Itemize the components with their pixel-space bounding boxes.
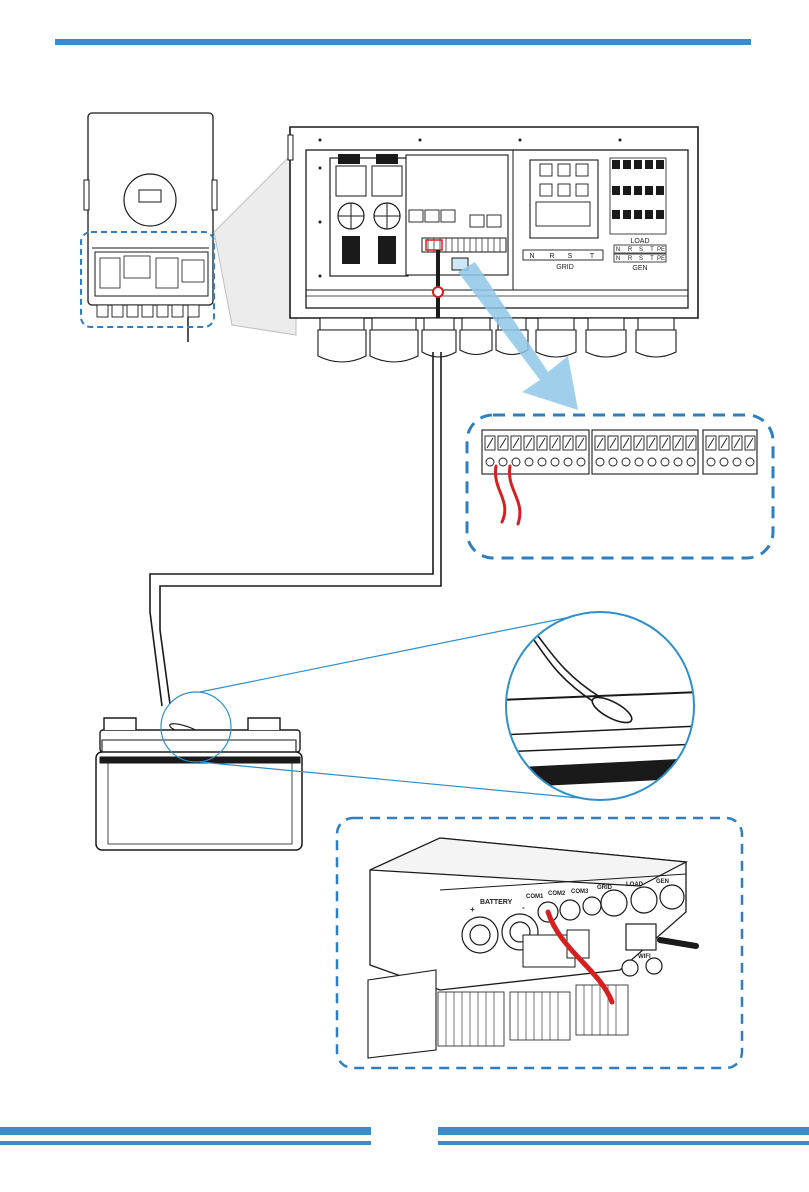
port-label-com3: COM3: [571, 889, 589, 895]
terminal-hole: [746, 458, 754, 466]
battery: [96, 718, 302, 850]
port-label-plus: +: [470, 905, 475, 914]
terminal-hole: [564, 458, 572, 466]
wiring-compartment: N R S T GRID LOAD N R S T PE N R S T PE …: [288, 127, 698, 362]
gen-phase-pe: PE: [657, 256, 665, 262]
gen-phase-r: R: [628, 256, 633, 262]
gen-phase-t: T: [650, 256, 654, 262]
port-label-minus: -: [522, 903, 525, 912]
terminal-hole: [512, 458, 520, 466]
terminal-hole: [499, 458, 507, 466]
load-phase-t: T: [650, 247, 654, 253]
port-label-wifi: WIFI: [638, 954, 651, 960]
terminal-hole: [687, 458, 695, 466]
terminal-hole: [538, 458, 546, 466]
grid-phase-n: N: [529, 253, 534, 260]
terminal-hole: [635, 458, 643, 466]
magnifier-large: [500, 600, 700, 820]
terminal-hole: [720, 458, 728, 466]
zoom-wedge: [214, 150, 296, 335]
sensor-wires-red: [495, 466, 519, 524]
inverter-overview: [81, 113, 217, 342]
port-label-com1: COM1: [526, 894, 544, 900]
terminal-hole: [609, 458, 617, 466]
port-label-com2: COM2: [548, 891, 566, 897]
terminal-hole: [661, 458, 669, 466]
terminal-hole: [551, 458, 559, 466]
gen-phase-s: S: [639, 256, 643, 262]
bottom-port-view: BATTERY + - COM1 COM2 COM3 GRID LOAD GEN…: [337, 818, 742, 1068]
load-phase-n: N: [616, 247, 620, 253]
grid-phase-r: R: [549, 253, 554, 260]
terminal-hole: [674, 458, 682, 466]
terminal-hole: [577, 458, 585, 466]
load-phase-r: R: [628, 247, 633, 253]
load-phase-s: S: [639, 247, 643, 253]
port-label-load: LOAD: [626, 882, 644, 888]
gen-label: GEN: [632, 265, 647, 272]
port-label-gen: GEN: [656, 879, 669, 885]
header-bar: [55, 39, 751, 45]
port-label-grid: GRID: [597, 885, 613, 891]
footer-bars: [0, 1127, 809, 1145]
grid-phase-s: S: [568, 253, 573, 260]
terminal-hole: [596, 458, 604, 466]
terminal-hole: [622, 458, 630, 466]
terminal-hole: [648, 458, 656, 466]
grid-phase-t: T: [590, 253, 595, 260]
port-label-battery: BATTERY: [480, 899, 513, 906]
terminal-hole: [707, 458, 715, 466]
gen-phase-n: N: [616, 256, 620, 262]
terminal-hole: [486, 458, 494, 466]
load-label: LOAD: [630, 238, 649, 245]
terminal-hole: [525, 458, 533, 466]
terminal-hole: [733, 458, 741, 466]
sensor-cable: [150, 352, 441, 706]
grid-label: GRID: [556, 264, 574, 271]
load-phase-pe: PE: [657, 247, 665, 253]
